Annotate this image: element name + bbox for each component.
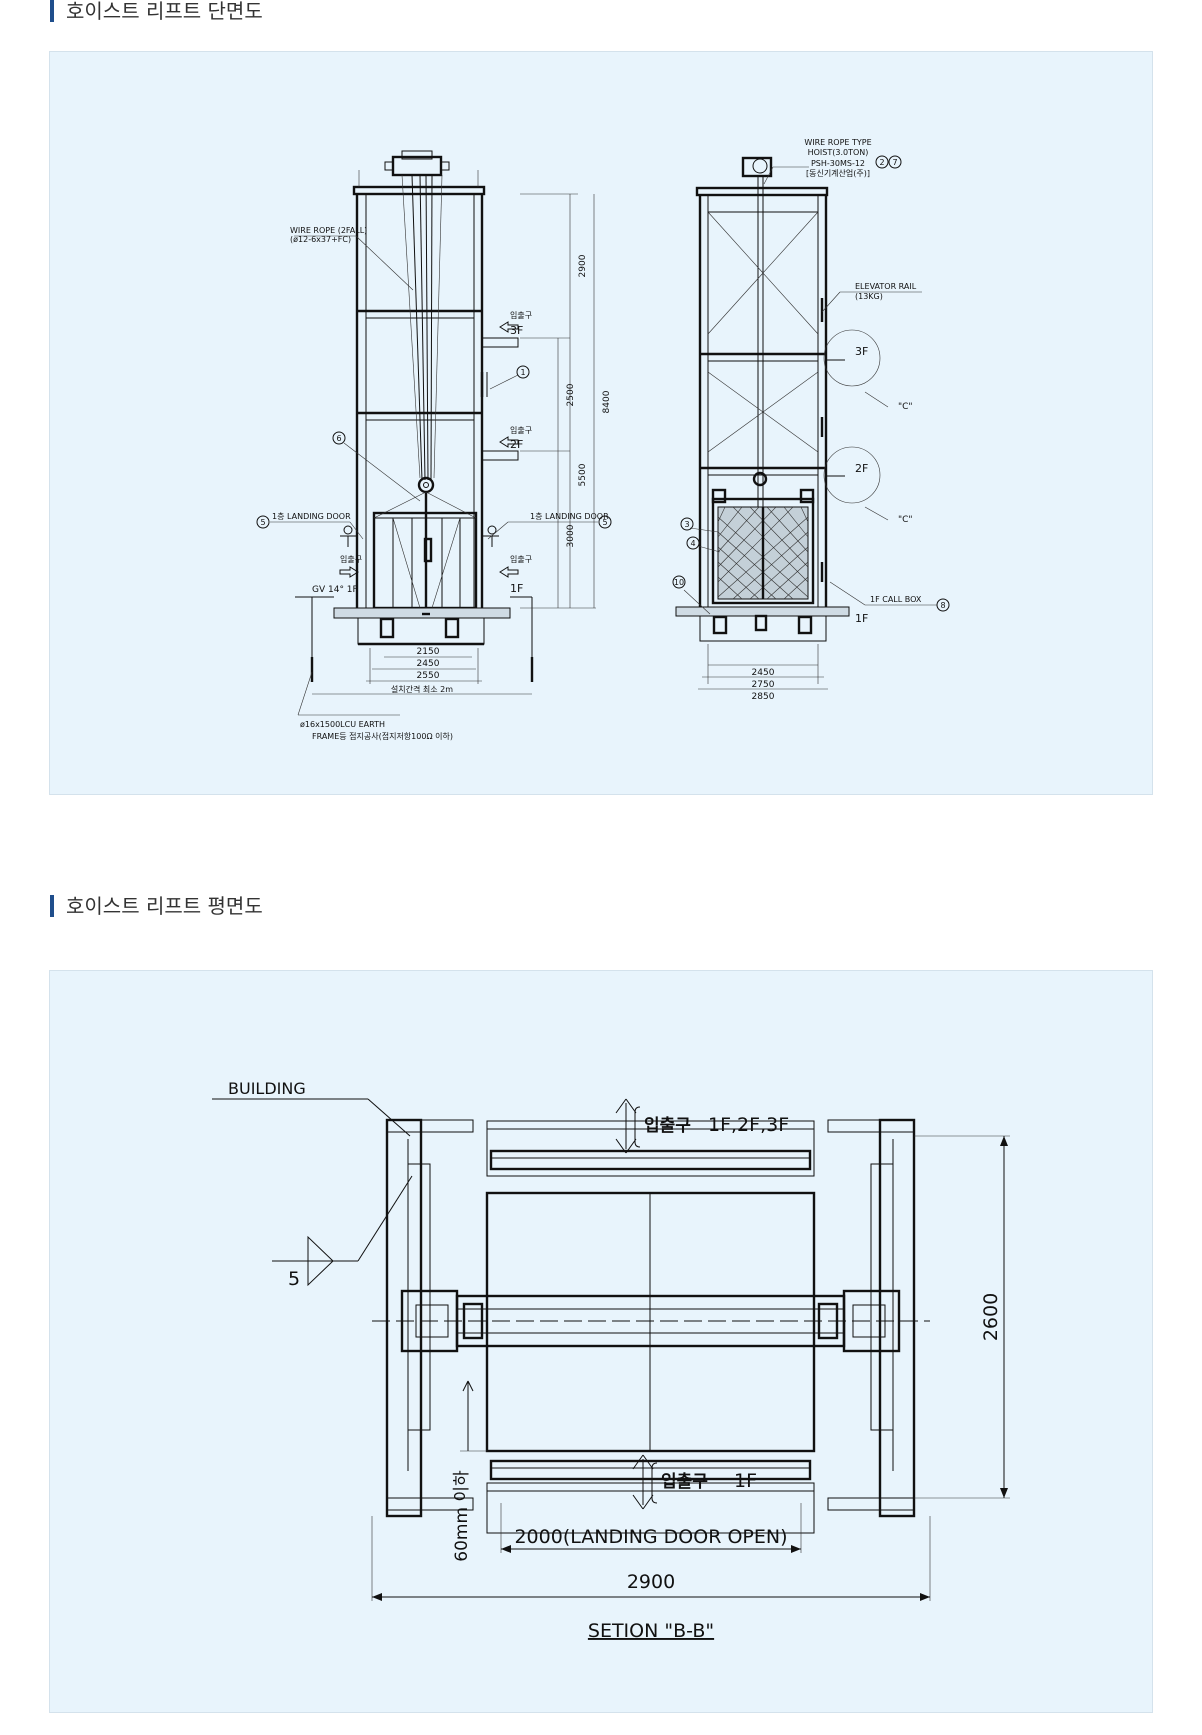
detail-c-upper: "C" bbox=[898, 402, 913, 412]
hoist-model-label: PSH-30MS-12 bbox=[811, 159, 865, 168]
depth-label: 2600 bbox=[980, 1293, 1002, 1341]
door-open-label: 2000(LANDING DOOR OPEN) bbox=[514, 1526, 787, 1548]
width-label: 2900 bbox=[627, 1571, 675, 1593]
callout-7: 7 bbox=[892, 158, 897, 167]
plan-drawing-panel: BUILDING 5 입출구 1F,2F,3F 입출구 1 bbox=[49, 970, 1153, 1713]
earth-rod-label: ø16x1500LCU EARTH bbox=[300, 720, 385, 729]
dim-2450: 2450 bbox=[417, 659, 440, 669]
bottom-floor-label: 1F bbox=[734, 1470, 757, 1492]
callout-2: 2 bbox=[879, 158, 884, 167]
callout-3: 3 bbox=[684, 520, 689, 529]
entrance-label-3f: 입출구 bbox=[510, 310, 532, 320]
detail-c-lower: "C" bbox=[898, 515, 913, 525]
landing-door-left: 1층 LANDING DOOR bbox=[272, 512, 351, 521]
entrance-label-2f: 입출구 bbox=[510, 425, 532, 435]
top-floors-label: 1F,2F,3F bbox=[708, 1114, 789, 1136]
weld-number-label: 5 bbox=[288, 1268, 300, 1290]
floor-label-3f: 3F bbox=[510, 324, 523, 337]
hoist-maker-label: [동신기계산업(주)] bbox=[806, 168, 870, 178]
dim-2550: 2550 bbox=[417, 671, 440, 681]
callout-1: 1 bbox=[520, 368, 525, 377]
rail-label: ELEVATOR RAIL bbox=[855, 282, 917, 291]
side-dim-2450: 2450 bbox=[752, 668, 775, 678]
front-view: WIRE ROPE (2FALL) (ø12-6x37+FC) 입출구 3F 입… bbox=[256, 150, 612, 741]
callout-5-left: 5 bbox=[260, 518, 265, 527]
side-floor-2f: 2F bbox=[855, 462, 868, 475]
floor-label-1f: 1F bbox=[510, 582, 523, 595]
side-dim-2750: 2750 bbox=[752, 680, 775, 690]
dim-2150: 2150 bbox=[417, 647, 440, 657]
elevation-drawing: WIRE ROPE (2FALL) (ø12-6x37+FC) 입출구 3F 입… bbox=[256, 138, 950, 741]
elevation-drawing-panel: WIRE ROPE (2FALL) (ø12-6x37+FC) 입출구 3F 입… bbox=[49, 51, 1153, 795]
hoist-type-label: WIRE ROPE TYPE bbox=[804, 138, 871, 147]
entrance-label-1f-left: 입출구 bbox=[340, 554, 362, 564]
scissor-gate-pattern bbox=[717, 506, 809, 600]
callout-5-right: 5 bbox=[602, 518, 607, 527]
hoist-capacity-label: HOIST(3.0TON) bbox=[808, 148, 869, 157]
side-dim-2850: 2850 bbox=[752, 692, 775, 702]
callout-8: 8 bbox=[940, 601, 945, 610]
wire-rope-spec: (ø12-6x37+FC) bbox=[290, 235, 351, 244]
gv-label: GV 14° 1F bbox=[312, 585, 358, 595]
wire-rope-label: WIRE ROPE (2FALL) bbox=[290, 226, 367, 235]
callbox-label: 1F CALL BOX bbox=[870, 595, 922, 604]
side-floor-3f: 3F bbox=[855, 345, 868, 358]
earth-note-label: FRAME등 접지공사(접지저항100Ω 이하) bbox=[312, 731, 453, 741]
section-bb-label: SETION "B-B" bbox=[588, 1620, 714, 1642]
dim-8400: 8400 bbox=[602, 390, 612, 413]
gap-label: 60mm 이하 bbox=[452, 1470, 472, 1562]
section-title-plan: 호이스트 리프트 평면도 bbox=[50, 895, 263, 917]
callout-4: 4 bbox=[690, 539, 695, 548]
floor-label-2f: 2F bbox=[510, 438, 523, 451]
building-label: BUILDING bbox=[228, 1079, 306, 1098]
side-view: WIRE ROPE TYPE HOIST(3.0TON) PSH-30MS-12… bbox=[672, 138, 950, 702]
entrance-bottom-label: 입출구 bbox=[661, 1472, 708, 1492]
entrance-label-1f-right: 입출구 bbox=[510, 554, 532, 564]
section-title-elevation: 호이스트 리프트 단면도 bbox=[50, 0, 263, 22]
dim-3000: 3000 bbox=[566, 524, 576, 547]
rail-spec-label: (13KG) bbox=[855, 292, 883, 301]
entrance-top-label: 입출구 bbox=[644, 1116, 691, 1136]
callout-10: 10 bbox=[674, 578, 684, 587]
landing-door-right: 1층 LANDING DOOR bbox=[530, 512, 609, 521]
dim-2900: 2900 bbox=[578, 254, 588, 277]
dim-2500: 2500 bbox=[566, 383, 576, 406]
side-floor-1f: 1F bbox=[855, 612, 868, 625]
plan-drawing: BUILDING 5 입출구 1F,2F,3F 입출구 1 bbox=[212, 1079, 1010, 1642]
dim-5500: 5500 bbox=[578, 463, 588, 486]
callout-6: 6 bbox=[336, 434, 341, 443]
install-gap-label: 설치간격 최소 2m bbox=[391, 684, 453, 694]
